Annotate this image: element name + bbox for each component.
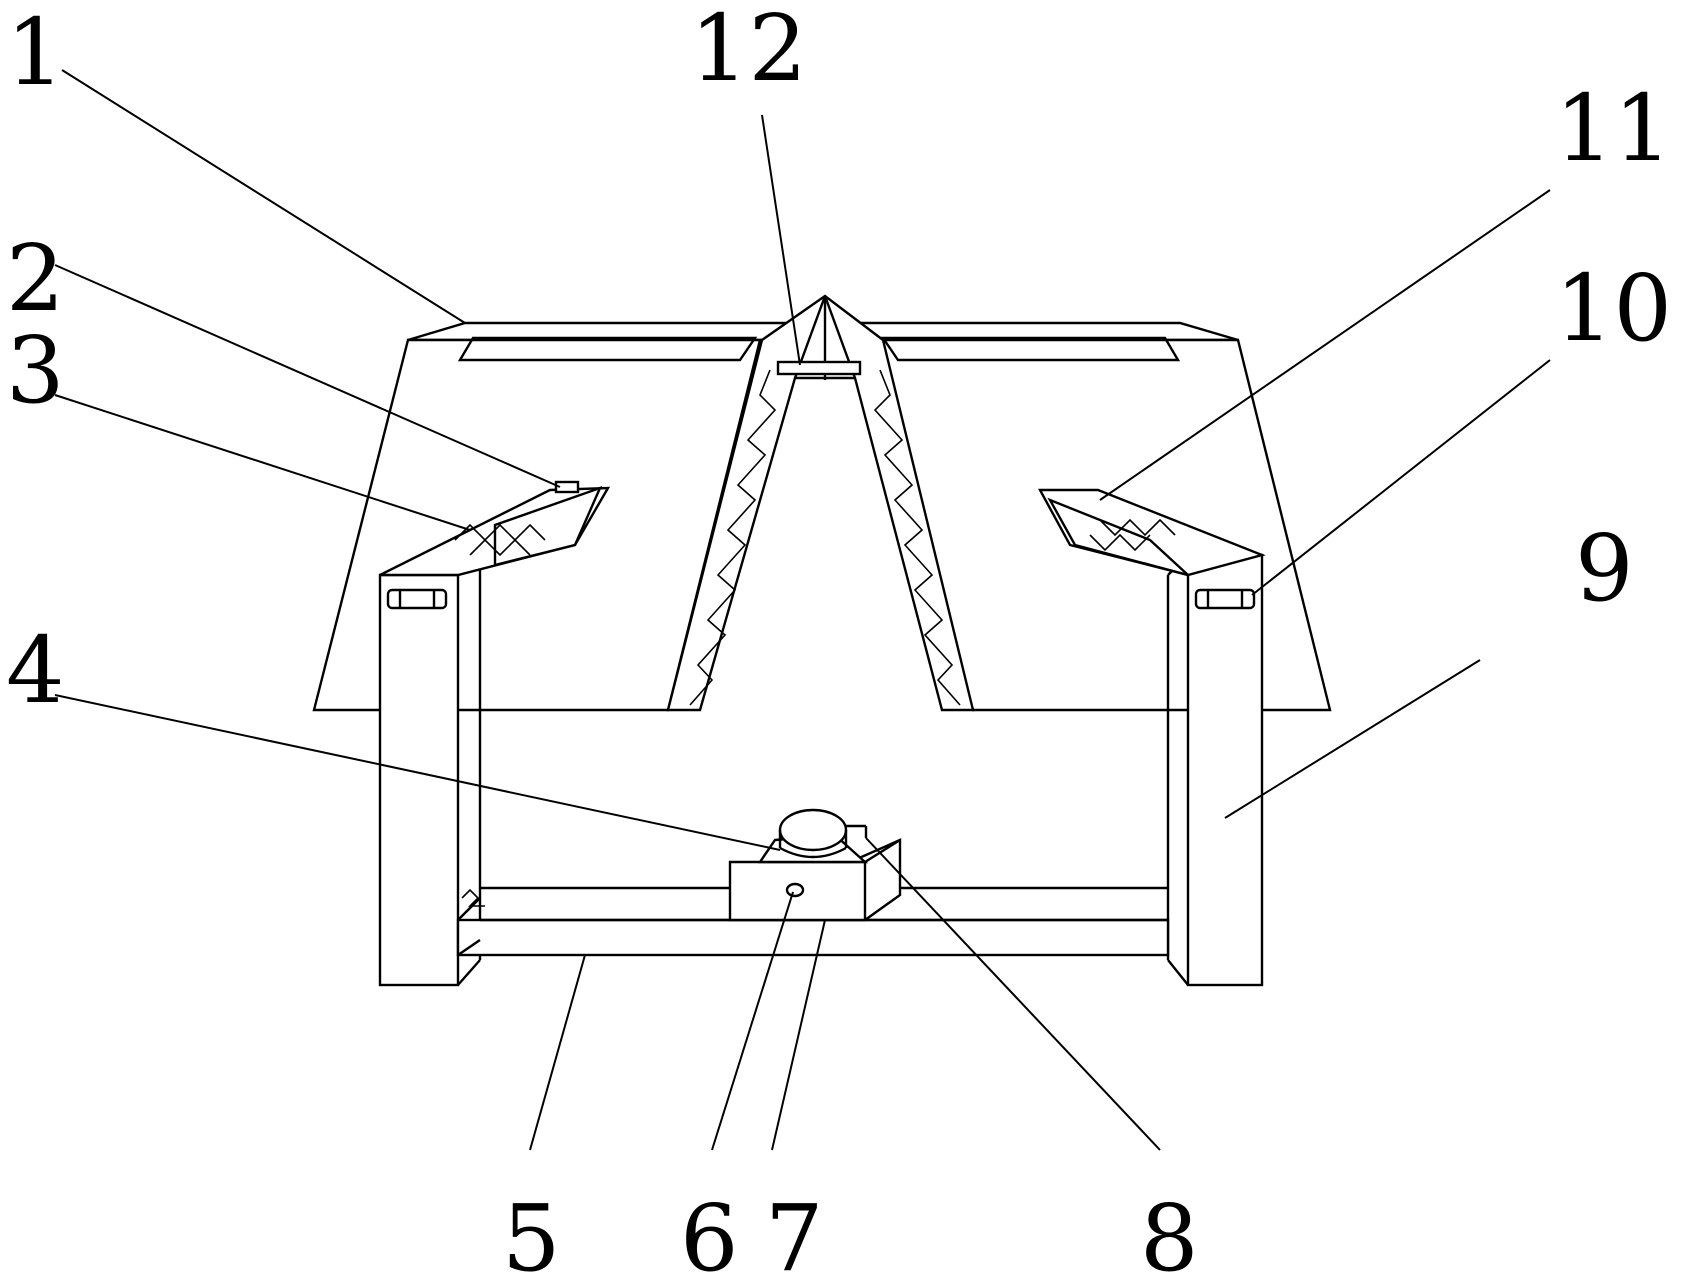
callout-7: 7 <box>765 1185 824 1281</box>
callout-5: 5 <box>502 1185 561 1281</box>
sensor-left <box>554 480 580 494</box>
callout-2: 2 <box>6 225 65 332</box>
callout-4: 4 <box>6 617 65 724</box>
callout-labels: 1 2 3 4 5 6 7 8 9 10 11 12 <box>6 0 1672 1281</box>
apex-plate <box>776 360 862 376</box>
canopy-body <box>312 294 1332 712</box>
drive-unit <box>728 808 902 922</box>
callout-11: 11 <box>1555 75 1672 182</box>
hinge-right <box>1194 588 1256 610</box>
callout-8: 8 <box>1140 1185 1199 1281</box>
callout-1: 1 <box>6 0 65 106</box>
callout-12: 12 <box>690 0 807 102</box>
leader-lines <box>54 69 1551 1151</box>
callout-10: 10 <box>1555 255 1672 362</box>
callout-6: 6 <box>680 1185 739 1281</box>
motor-cap <box>778 808 848 852</box>
left-support <box>378 480 611 987</box>
right-support <box>1037 488 1266 987</box>
indicator-6 <box>785 882 805 898</box>
callout-3: 3 <box>6 317 65 424</box>
hinge-left <box>386 588 448 610</box>
callout-9: 9 <box>1575 515 1634 622</box>
